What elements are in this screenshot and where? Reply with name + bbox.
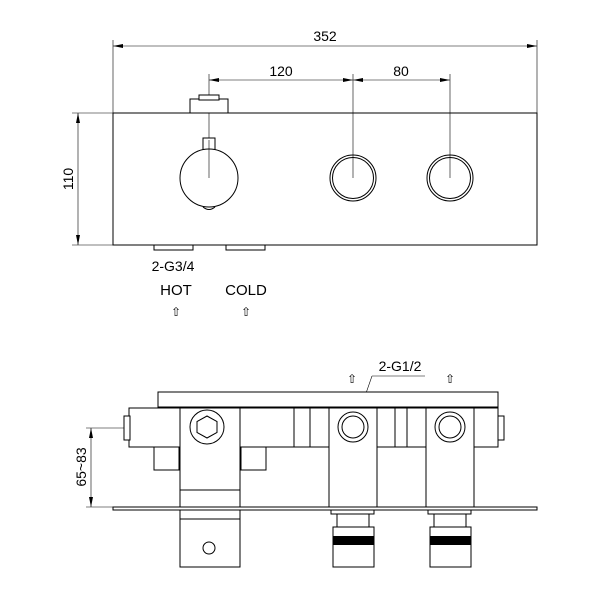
inlet-thread-label: 2-G3/4 <box>152 258 195 274</box>
valve-spindle-2 <box>427 509 472 568</box>
dim-depth-range: 65~83 <box>73 447 89 487</box>
outlet-arrow-icon-1: ⇧ <box>347 372 357 386</box>
dim-overall-width: 352 <box>313 28 337 44</box>
top-view: ⇧ ⇧ 2-G1/2 65~83 <box>73 358 538 568</box>
valve-body-front <box>112 112 538 246</box>
valve-spindle-1 <box>330 509 375 568</box>
hot-label: HOT <box>160 282 192 299</box>
front-view: 352 120 80 110 2-G3/4 HOT COLD ⇧ ⇧ <box>60 28 538 319</box>
hex-socket-icon <box>196 415 218 439</box>
cold-label: COLD <box>225 282 267 299</box>
flow-knob-2 <box>426 154 474 202</box>
cold-arrow-icon: ⇧ <box>241 305 251 319</box>
dim-spacing-80: 80 <box>393 63 409 79</box>
wall-plate <box>112 506 538 511</box>
dim-height: 110 <box>60 168 76 191</box>
top-plate <box>157 391 499 408</box>
flow-knob-1 <box>329 154 377 202</box>
dim-spacing-120: 120 <box>269 63 293 79</box>
top-fitting <box>189 98 229 114</box>
hot-arrow-icon: ⇧ <box>171 305 181 319</box>
thermostat-spindle <box>179 518 241 568</box>
outlet-thread-label: 2-G1/2 <box>379 358 422 374</box>
outlet-arrow-icon-2: ⇧ <box>445 372 455 386</box>
